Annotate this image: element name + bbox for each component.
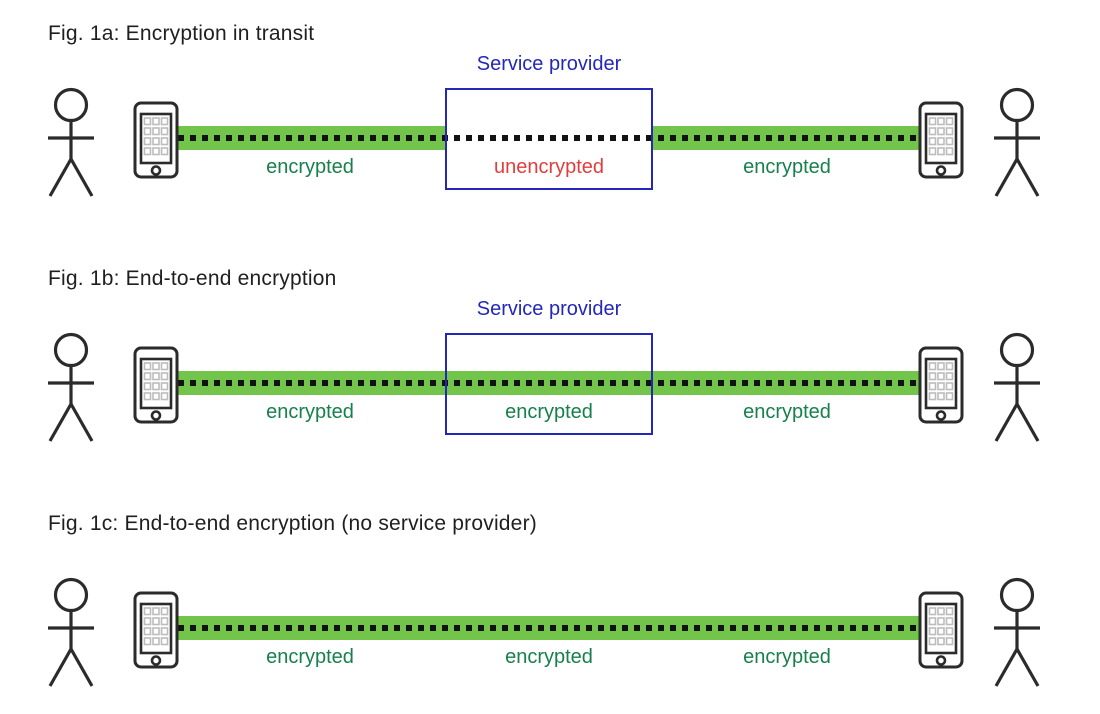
channel-label-left: encrypted [266,646,354,668]
service-provider-label: Service provider [476,53,622,75]
phone-icon [133,101,179,179]
channel-label-left: encrypted [266,156,354,178]
service-provider-box [445,88,653,190]
dotted-transmission-line [178,625,920,631]
channel-label-middle: unencrypted [493,156,605,178]
channel-label-right: encrypted [743,646,831,668]
phone-icon [918,101,964,179]
person-icon [986,331,1048,443]
person-icon [40,86,102,198]
phone-icon [918,591,964,669]
figure-1a-title: Fig. 1a: Encryption in transit [48,22,315,45]
phone-icon [133,346,179,424]
figure-1c-title: Fig. 1c: End-to-end encryption (no servi… [48,512,537,535]
channel-label-middle: encrypted [505,401,593,423]
service-provider-label: Service provider [476,298,622,320]
phone-icon [133,591,179,669]
dotted-transmission-line [178,135,920,141]
phone-icon [918,346,964,424]
channel-label-middle: encrypted [505,646,593,668]
service-provider-box [445,333,653,435]
channel-label-right: encrypted [743,401,831,423]
person-icon [40,576,102,688]
person-icon [986,86,1048,198]
channel-label-left: encrypted [266,401,354,423]
channel-label-right: encrypted [743,156,831,178]
figure-1b-title: Fig. 1b: End-to-end encryption [48,267,337,290]
person-icon [986,576,1048,688]
dotted-transmission-line [178,380,920,386]
person-icon [40,331,102,443]
